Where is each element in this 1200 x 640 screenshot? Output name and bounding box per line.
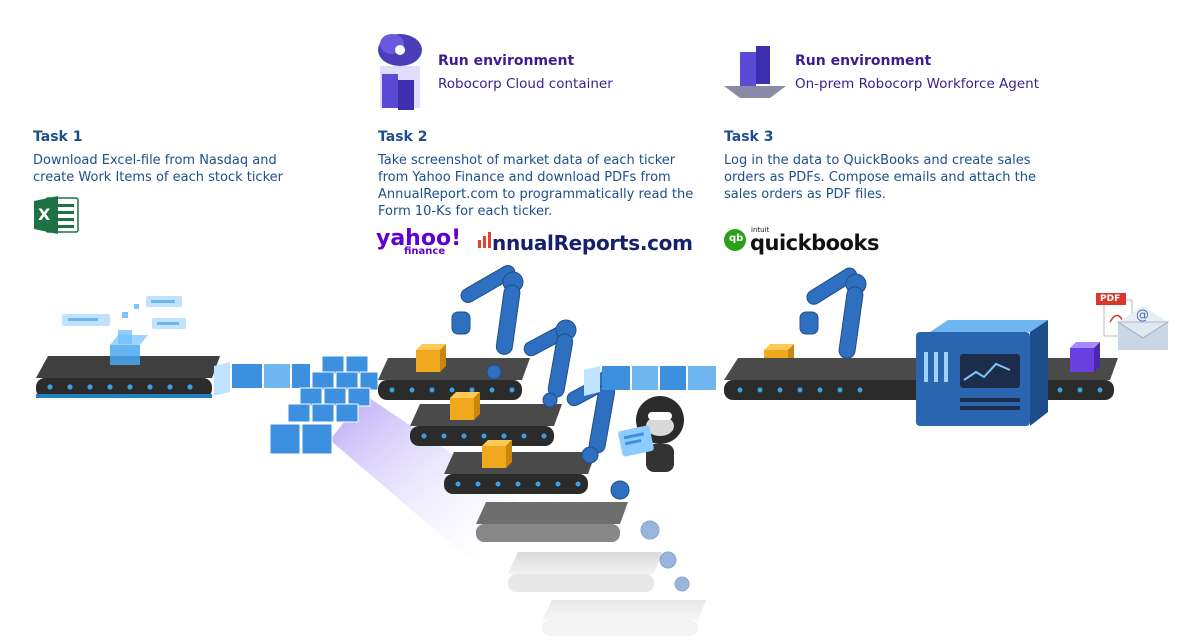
excel-letter: X: [38, 205, 51, 224]
quickbooks-mark-icon: [724, 229, 746, 251]
conveyor-2b: [410, 404, 562, 446]
light-beam: [330, 395, 520, 560]
env2-title: Run environment: [795, 53, 932, 69]
conveyor-2f-faded: [542, 600, 706, 636]
quickbooks-intuit: intuit: [751, 226, 770, 234]
server-stack-icon: [382, 46, 786, 110]
task1-line: create Work Items of each stock ticker: [33, 170, 283, 185]
env1-title: Run environment: [438, 53, 575, 69]
annual-reports-bars-icon: [478, 232, 491, 248]
task3-description: Log in the data to QuickBooks and create…: [724, 152, 1064, 203]
holo-workitem: [62, 296, 186, 365]
task1-line: Download Excel-file from Nasdaq and: [33, 153, 277, 168]
task2-line: Form 10-Ks for each ticker.: [378, 204, 553, 219]
task2-title: Task 2: [378, 129, 428, 145]
task3-title: Task 3: [724, 129, 774, 145]
conveyor-1: [36, 356, 220, 398]
task3-line: orders as PDFs. Compose emails and attac…: [724, 170, 1036, 185]
work-items-cluster: [269, 355, 379, 455]
env2-subtitle: On-prem Robocorp Workforce Agent: [795, 76, 1040, 92]
robot-arm-task3: [799, 267, 867, 359]
task3-line: sales orders as PDF files.: [724, 187, 886, 202]
annual-reports-logo: nnualReports.com: [492, 231, 693, 255]
task1-title: Task 1: [33, 129, 83, 145]
pdf-label: PDF: [1100, 294, 1121, 304]
yahoo-finance-sub: finance: [404, 246, 446, 257]
task1-description: Download Excel-file from Nasdaq and crea…: [33, 152, 353, 186]
quickbooks-mark-text: qb: [729, 233, 744, 244]
yahoo-finance-logo: yahoo!: [376, 226, 462, 251]
conveyor-2c: [444, 452, 596, 494]
data-strip-2: [584, 366, 716, 396]
conveyor-2d: [476, 502, 628, 542]
purple-box: [1070, 342, 1100, 372]
task2-line: AnnualReport.com to programmatically rea…: [378, 187, 694, 202]
processing-machine: [916, 320, 1048, 426]
excel-icon: [34, 196, 79, 234]
email-at: @: [1136, 308, 1149, 323]
conveyor-2e-faded: [508, 552, 662, 592]
email-icon: [1116, 306, 1170, 350]
conveyor-2a: [378, 358, 530, 400]
task2-line: Take screenshot of market data of each t…: [378, 153, 676, 168]
task2-description: Take screenshot of market data of each t…: [378, 152, 708, 220]
quickbooks-logo: quickbooks: [750, 231, 879, 255]
env1-subtitle: Robocorp Cloud container: [438, 76, 613, 92]
robot-mascot-icon: [618, 396, 684, 472]
data-strip-1: [214, 362, 310, 396]
task3-line: Log in the data to QuickBooks and create…: [724, 153, 1031, 168]
task2-line: from Yahoo Finance and download PDFs fro…: [378, 170, 671, 185]
